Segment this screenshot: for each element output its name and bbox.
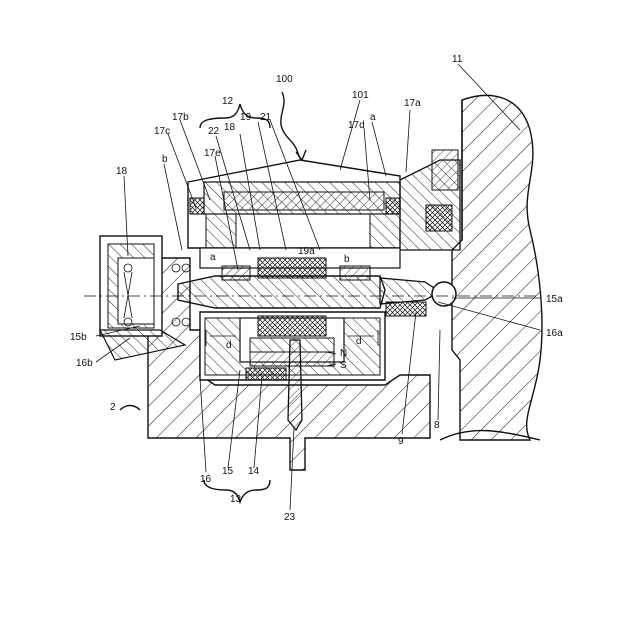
label-22: 22	[208, 126, 220, 137]
label-101: 101	[352, 90, 369, 101]
label-d-right: d	[356, 336, 362, 347]
label-16a: 16a	[546, 328, 563, 339]
label-100: 100	[276, 74, 293, 85]
label-2: 2	[110, 402, 116, 413]
label-17a: 17a	[404, 98, 421, 109]
label-17c: 17c	[154, 126, 170, 137]
label-18-left: 18	[116, 166, 128, 177]
top-cover	[188, 150, 460, 250]
label-a-mid: a	[210, 252, 216, 263]
label-15a: 15a	[546, 294, 563, 305]
label-17d: 17d	[348, 120, 365, 131]
label-16: 16	[200, 474, 212, 485]
label-18-top: 18	[224, 122, 236, 133]
housing-11	[440, 95, 542, 440]
label-11: 11	[452, 54, 463, 65]
label-16b: 16b	[76, 358, 93, 369]
label-S: S	[340, 360, 347, 371]
plunger-15a	[380, 278, 456, 316]
label-N: N	[340, 348, 347, 359]
label-14: 14	[248, 466, 260, 477]
label-15b: 15b	[70, 332, 87, 343]
shaft-23	[288, 340, 302, 430]
label-d-left: d	[226, 340, 232, 351]
label-b-mid: b	[344, 254, 350, 265]
label-a-top: a	[370, 112, 376, 123]
label-9: 9	[398, 436, 404, 447]
label-21: 21	[260, 112, 272, 123]
label-23: 23	[284, 512, 296, 523]
label-13: 13	[230, 494, 242, 505]
label-19: 19	[240, 112, 252, 123]
label-12: 12	[222, 96, 234, 107]
label-b-left: b	[162, 154, 168, 165]
label-15: 15	[222, 466, 234, 477]
label-8: 8	[434, 420, 440, 431]
label-17e: 17e	[204, 148, 221, 159]
label-19a: 19a	[298, 246, 315, 257]
label-17b: 17b	[172, 112, 189, 123]
